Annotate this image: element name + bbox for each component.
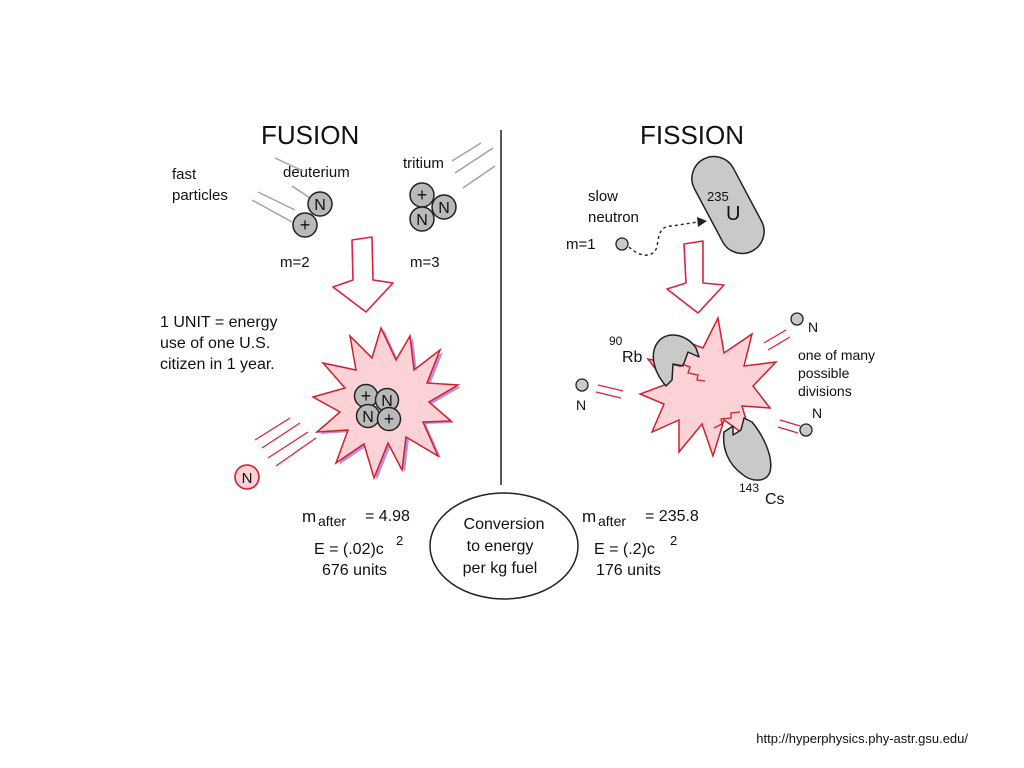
fast-particles-label-line2: particles — [172, 187, 228, 204]
uranium-nucleus-icon — [691, 155, 765, 255]
neutron-path-arrowhead-icon — [697, 217, 707, 227]
fission-title: FISSION — [640, 120, 744, 150]
neutron-symbol: N — [381, 393, 393, 410]
fusion-energy-formula: E = (.02)c — [314, 541, 384, 558]
fusion-down-arrow-icon — [332, 236, 394, 313]
neutron-icon — [431, 194, 457, 220]
neutron-mass: m=1 — [566, 236, 596, 253]
helium-nucleus: + N N + — [353, 383, 402, 432]
emitted-neutron-icon — [799, 423, 813, 437]
emitted-neutron-icon — [790, 312, 804, 326]
tritium-mass: m=3 — [410, 254, 440, 271]
conversion-ellipse — [429, 492, 579, 600]
slow-neutron-label-line2: neutron — [588, 209, 639, 226]
emitted-neutron-symbol: N — [808, 319, 818, 335]
cesium-fragment-icon — [722, 417, 772, 481]
fusion-mass-after-symbol: m — [302, 507, 316, 526]
fusion-mass-after-value: = 4.98 — [365, 508, 410, 525]
unit-definition-line1: 1 UNIT = energy — [160, 314, 278, 331]
fusion-title: FUSION — [261, 120, 359, 150]
emitted-neutron-symbol: N — [242, 470, 253, 487]
uranium-nucleus — [691, 155, 765, 255]
emitted-neutron-symbol: N — [576, 397, 586, 413]
conversion-text-line3: per kg fuel — [463, 560, 538, 577]
slow-neutron-icon — [615, 237, 629, 251]
fission-down-arrow-icon — [666, 240, 725, 314]
fission-energy-exponent: 2 — [670, 533, 677, 548]
rubidium-mass-number: 90 — [609, 334, 623, 348]
proton-symbol: + — [361, 386, 372, 406]
neutron-symbol: N — [362, 409, 374, 426]
divisions-note-line3: divisions — [798, 383, 852, 399]
proton-icon — [292, 212, 318, 238]
fission-neutron-streaks — [595, 329, 801, 434]
deuterium-mass: m=2 — [280, 254, 310, 271]
rubidium-symbol: Rb — [622, 349, 643, 366]
conversion-text-line1: Conversion — [464, 516, 545, 533]
divisions-note-line1: one of many — [798, 347, 875, 363]
deuterium-nucleus: N + — [292, 191, 333, 238]
unit-definition-line3: citizen in 1 year. — [160, 356, 275, 373]
proton-icon — [376, 406, 402, 432]
uranium-mass-number: 235 — [707, 189, 729, 204]
source-credit-link[interactable]: http://hyperphysics.phy-astr.gsu.edu/ — [756, 731, 968, 746]
neutron-icon — [409, 206, 435, 232]
conversion-text-line2: to energy — [467, 538, 534, 555]
neutron-symbol: N — [438, 200, 450, 217]
fission-mass-after-subscript: after — [598, 513, 626, 529]
neutron-path-dashed — [628, 221, 699, 256]
fusion-energy-units: 676 units — [322, 562, 387, 579]
unit-definition-line2: use of one U.S. — [160, 335, 270, 352]
neutron-icon — [307, 191, 333, 217]
proton-symbol: + — [384, 409, 395, 429]
emitted-neutron-streaks — [254, 417, 317, 467]
fission-energy-formula: E = (.2)c — [594, 541, 655, 558]
rubidium-fragment-icon — [652, 334, 700, 387]
fission-energy-units: 176 units — [596, 562, 661, 579]
cesium-crack-line — [713, 411, 741, 429]
deuterium-label: deuterium — [283, 164, 350, 181]
rubidium-crack-line — [681, 363, 706, 382]
fission-mass-after-symbol: m — [582, 507, 596, 526]
fast-particles-label-line1: fast — [172, 166, 197, 183]
cesium-symbol: Cs — [765, 491, 785, 508]
fusion-energy-exponent: 2 — [396, 533, 403, 548]
fast-particle-streaks — [251, 142, 496, 223]
neutron-symbol: N — [314, 197, 326, 214]
tritium-label: tritium — [403, 155, 444, 172]
proton-symbol: + — [417, 185, 428, 205]
divisions-note-line2: possible — [798, 365, 850, 381]
neutron-symbol: N — [416, 212, 428, 229]
uranium-symbol: U — [726, 203, 740, 225]
tritium-nucleus: + N N — [409, 182, 457, 232]
cesium-mass-number: 143 — [739, 481, 759, 495]
fission-mass-after-value: = 235.8 — [645, 508, 699, 525]
slow-neutron-label-line1: slow — [588, 188, 618, 205]
fusion-mass-after-subscript: after — [318, 513, 346, 529]
proton-symbol: + — [300, 215, 311, 235]
emitted-neutron-symbol: N — [812, 405, 822, 421]
emitted-neutron-icon — [575, 378, 589, 392]
emitted-neutron-icon — [234, 464, 260, 490]
